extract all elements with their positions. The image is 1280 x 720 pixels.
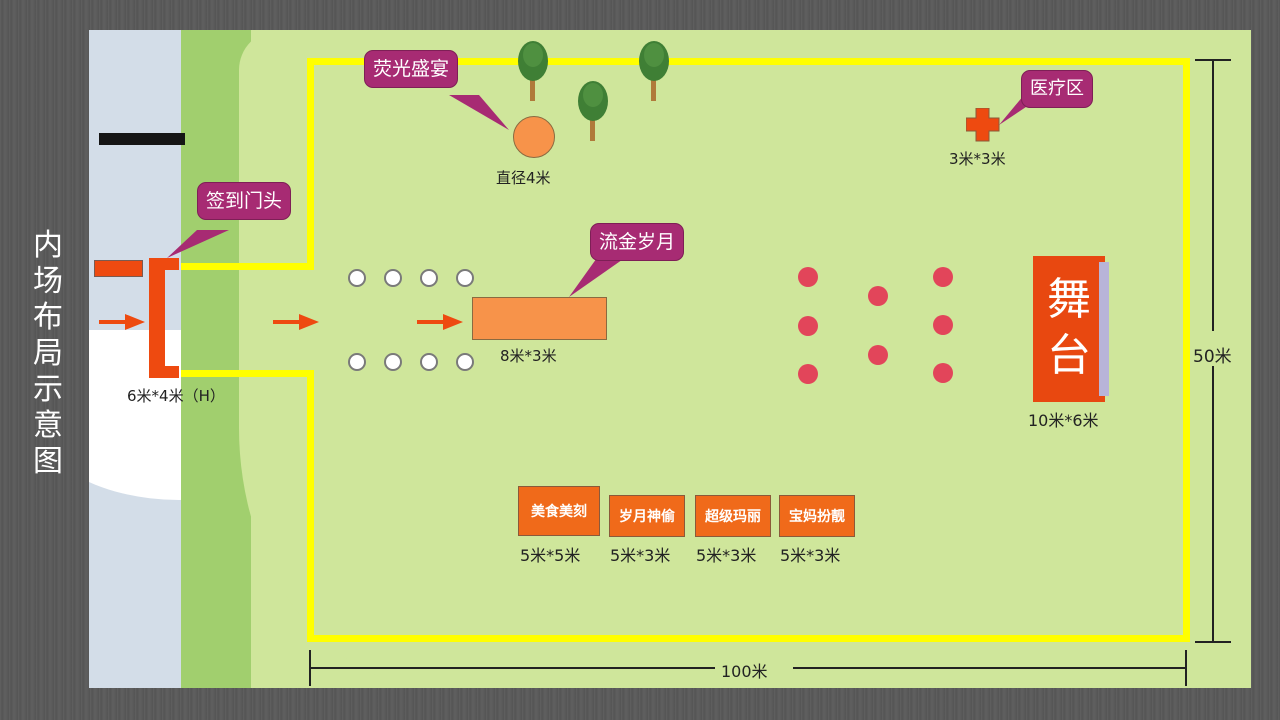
fence-left-upper bbox=[307, 58, 314, 270]
medical-cross-icon bbox=[966, 108, 1000, 142]
page-title: 内 场 布 局 示 意 图 bbox=[28, 228, 68, 480]
table-marker bbox=[420, 353, 438, 371]
dim-tick bbox=[1195, 641, 1231, 643]
title-char: 图 bbox=[33, 444, 63, 479]
seat-marker bbox=[868, 286, 888, 306]
booth-food: 美食美刻 bbox=[518, 486, 600, 536]
table-marker bbox=[456, 269, 474, 287]
venue-map: 6米*4米（H） 签到门头 8米*3米 流金岁月 直径4米 荧光盛宴 3米*3米… bbox=[89, 30, 1251, 688]
title-char: 意 bbox=[33, 408, 63, 443]
table-marker bbox=[348, 353, 366, 371]
table-marker bbox=[420, 269, 438, 287]
entrance-gate bbox=[149, 258, 181, 378]
title-char: 场 bbox=[33, 264, 63, 299]
title-char: 内 bbox=[33, 228, 63, 263]
dim-line bbox=[1212, 366, 1214, 641]
dim-line bbox=[793, 667, 1185, 669]
table-marker bbox=[456, 353, 474, 371]
dim-tick bbox=[1195, 59, 1231, 61]
fence-bottom bbox=[307, 635, 1190, 642]
seat-marker bbox=[933, 267, 953, 287]
booth-time-thief: 岁月神偷 bbox=[609, 495, 685, 537]
golden-years-booth bbox=[472, 297, 607, 340]
height-dimension-label: 50米 bbox=[1193, 347, 1232, 367]
medical-size-label: 3米*3米 bbox=[949, 150, 1006, 168]
entrance-callout: 签到门头 bbox=[197, 182, 292, 220]
gate-side-block bbox=[94, 260, 143, 277]
dim-tick bbox=[1185, 650, 1187, 686]
entrance-size-label: 6米*4米（H） bbox=[127, 387, 225, 405]
seat-marker bbox=[798, 267, 818, 287]
dim-line bbox=[1212, 61, 1214, 331]
dim-line bbox=[311, 667, 715, 669]
booth-size-label: 5米*3米 bbox=[696, 546, 757, 565]
stage-size-label: 10米*6米 bbox=[1028, 411, 1099, 430]
title-char: 局 bbox=[33, 336, 63, 371]
fence-left-lower bbox=[307, 370, 314, 642]
booth-super-mario: 超级玛丽 bbox=[695, 495, 771, 537]
table-marker bbox=[348, 269, 366, 287]
barrier bbox=[99, 133, 185, 145]
stage-backdrop bbox=[1099, 262, 1109, 396]
glow-party-callout: 荧光盛宴 bbox=[364, 50, 459, 88]
booth-size-label: 5米*5米 bbox=[520, 546, 581, 565]
medical-callout: 医疗区 bbox=[1021, 70, 1093, 108]
seat-marker bbox=[868, 345, 888, 365]
table-marker bbox=[384, 269, 402, 287]
seat-marker bbox=[798, 316, 818, 336]
seat-marker bbox=[933, 315, 953, 335]
arrow-right-icon bbox=[273, 314, 319, 330]
callout-pointer bbox=[569, 255, 629, 297]
title-char: 布 bbox=[33, 300, 63, 335]
callout-pointer bbox=[449, 95, 509, 130]
seat-marker bbox=[798, 364, 818, 384]
fence-entry-bottom bbox=[181, 370, 314, 377]
callout-pointer bbox=[167, 230, 229, 258]
tree-icon bbox=[518, 41, 548, 101]
table-marker bbox=[384, 353, 402, 371]
dim-tick bbox=[309, 650, 311, 686]
tree-icon bbox=[578, 81, 608, 141]
title-char: 示 bbox=[33, 372, 63, 407]
stage: 舞 台 bbox=[1033, 256, 1105, 402]
booth-size-label: 5米*3米 bbox=[610, 546, 671, 565]
booth-mom-makeover: 宝妈扮靓 bbox=[779, 495, 855, 537]
glow-party-circle bbox=[513, 116, 555, 158]
width-dimension-label: 100米 bbox=[721, 662, 768, 681]
glow-party-size-label: 直径4米 bbox=[496, 169, 551, 187]
tree-icon bbox=[639, 41, 669, 101]
stage-label: 舞 bbox=[1047, 274, 1091, 325]
seat-marker bbox=[933, 363, 953, 383]
arrow-right-icon bbox=[417, 314, 463, 330]
golden-years-callout: 流金岁月 bbox=[590, 223, 685, 261]
stage-label: 台 bbox=[1047, 330, 1091, 381]
arrow-right-icon bbox=[99, 314, 145, 330]
fence-entry-top bbox=[181, 263, 314, 270]
golden-years-size-label: 8米*3米 bbox=[500, 347, 557, 365]
fence-top bbox=[307, 58, 1189, 65]
fence-right bbox=[1183, 58, 1190, 642]
booth-size-label: 5米*3米 bbox=[780, 546, 841, 565]
